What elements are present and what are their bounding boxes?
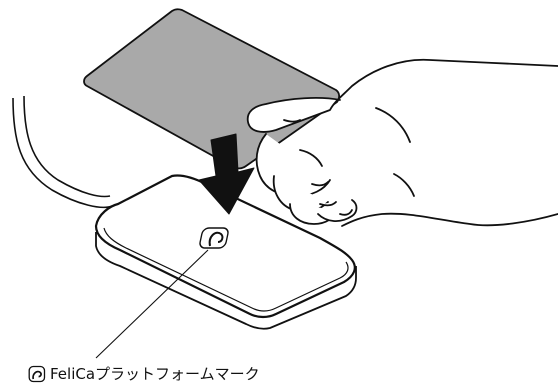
- caption-label: FeliCaプラットフォームマーク: [50, 364, 260, 383]
- leader-line: [95, 249, 209, 359]
- felica-platform-mark-icon: [28, 365, 46, 383]
- reader-felica-mark: [199, 227, 229, 249]
- caption: FeliCaプラットフォームマーク: [28, 362, 260, 386]
- hand: [246, 58, 558, 227]
- tap-arrow: [198, 133, 255, 215]
- reader-cable: [12, 97, 113, 209]
- reader-body-rim: [103, 227, 349, 312]
- reader-cable-inner: [23, 95, 111, 198]
